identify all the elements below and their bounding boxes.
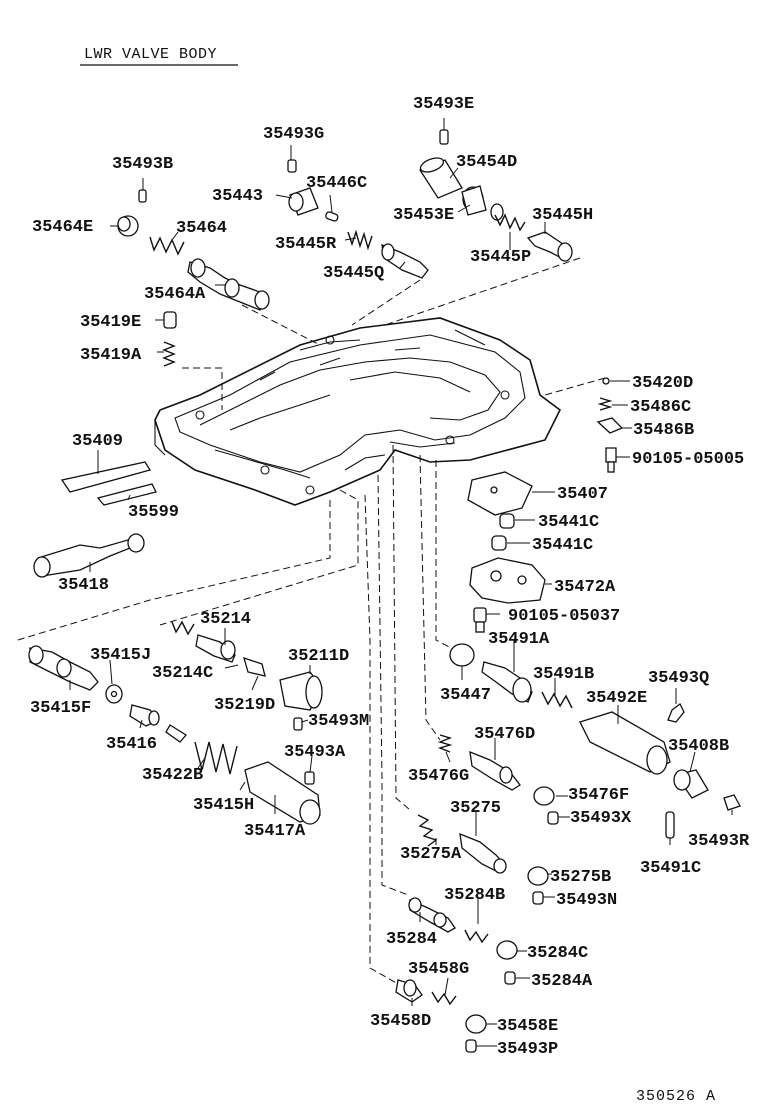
label-35445Q: 35445Q (323, 264, 384, 283)
label-35420D: 35420D (632, 374, 693, 393)
label-35284B: 35284B (444, 886, 505, 905)
label-35417A: 35417A (244, 822, 306, 841)
label-35464E: 35464E (32, 218, 93, 237)
label-35445H: 35445H (532, 206, 593, 225)
label-35441C-upper: 35441C (538, 513, 599, 532)
label-35422B: 35422B (142, 766, 203, 785)
label-35409: 35409 (72, 432, 123, 451)
label-35464: 35464 (176, 219, 227, 238)
figure-reference: 350526 A (636, 1088, 716, 1105)
label-35476F: 35476F (568, 786, 629, 805)
label-35493N: 35493N (556, 891, 617, 910)
label-35493P: 35493P (497, 1040, 558, 1059)
label-35214C: 35214C (152, 664, 213, 683)
label-35447: 35447 (440, 686, 491, 705)
label-35493B: 35493B (112, 155, 173, 174)
label-35476D: 35476D (474, 725, 535, 744)
top-parts (117, 129, 573, 367)
label-35275: 35275 (450, 799, 501, 818)
label-35486B: 35486B (633, 421, 694, 440)
label-35454D: 35454D (456, 153, 517, 172)
label-35214: 35214 (200, 610, 251, 629)
label-35458G: 35458G (408, 960, 469, 979)
part-labels: 35493E 35493G 35454D 35493B 35443 35446C… (30, 95, 750, 1059)
label-35493X: 35493X (570, 809, 632, 828)
label-35415H: 35415H (193, 796, 254, 815)
label-35493Q: 35493Q (648, 669, 709, 688)
label-35493M: 35493M (308, 712, 369, 731)
label-35486C: 35486C (630, 398, 691, 417)
label-35491C: 35491C (640, 859, 701, 878)
label-35275B: 35275B (550, 868, 611, 887)
label-35211D: 35211D (288, 647, 349, 666)
label-35419E: 35419E (80, 313, 141, 332)
lower-valve-body (154, 317, 562, 506)
label-35219D: 35219D (214, 696, 275, 715)
label-35491A: 35491A (488, 630, 550, 649)
label-35464A: 35464A (144, 285, 206, 304)
diagram-title: LWR VALVE BODY (84, 46, 217, 63)
label-90105-05037: 90105-05037 (508, 607, 620, 626)
label-35472A: 35472A (554, 578, 616, 597)
label-35458D: 35458D (370, 1012, 431, 1031)
label-35275A: 35275A (400, 845, 462, 864)
label-35453E: 35453E (393, 206, 454, 225)
label-35493G: 35493G (263, 125, 324, 144)
label-35418: 35418 (58, 576, 109, 595)
label-35441C-lower: 35441C (532, 536, 593, 555)
lower-parts (28, 461, 559, 1053)
assembly-lines (17, 257, 606, 986)
label-35493R: 35493R (688, 832, 750, 851)
label-35284C: 35284C (527, 944, 588, 963)
label-35491B: 35491B (533, 665, 594, 684)
label-35476G: 35476G (408, 767, 469, 786)
label-35446C: 35446C (306, 174, 367, 193)
label-35415J: 35415J (90, 646, 151, 665)
leader-lines (69, 118, 733, 1047)
label-35492E: 35492E (586, 689, 647, 708)
label-90105-05005: 90105-05005 (632, 450, 744, 469)
label-35445R: 35445R (275, 235, 337, 254)
label-35493A: 35493A (284, 743, 346, 762)
label-35445P: 35445P (470, 248, 531, 267)
right-parts (449, 377, 741, 839)
label-35599: 35599 (128, 503, 179, 522)
label-35407: 35407 (557, 485, 608, 504)
label-35458E: 35458E (497, 1017, 558, 1036)
label-35408B: 35408B (668, 737, 729, 756)
label-35416: 35416 (106, 735, 157, 754)
label-35284A: 35284A (531, 972, 593, 991)
label-35415F: 35415F (30, 699, 91, 718)
label-35493E: 35493E (413, 95, 474, 114)
label-35284: 35284 (386, 930, 437, 949)
label-35419A: 35419A (80, 346, 142, 365)
label-35443: 35443 (212, 187, 263, 206)
